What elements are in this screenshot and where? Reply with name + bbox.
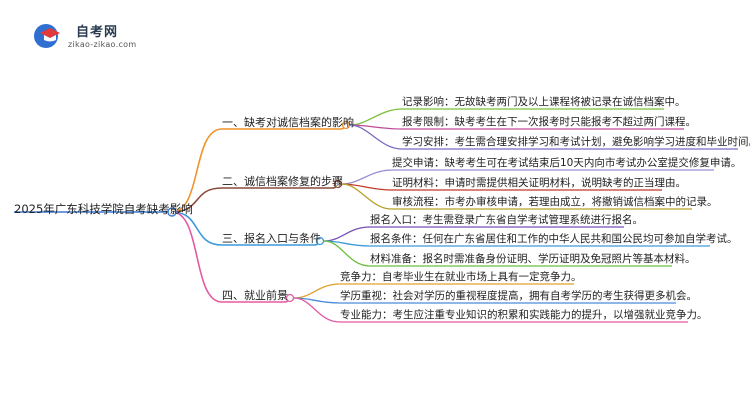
leaf-topic-2-1[interactable]: 提交申请：缺考考生可在考试结束后10天内向市考试办公室提交修复申请。 <box>392 157 742 169</box>
leaf-topic-4-1[interactable]: 竞争力：自考毕业生在就业市场上具有一定竞争力。 <box>340 271 582 283</box>
leaf-topic-2-2[interactable]: 证明材料：申请时需提供相关证明材料，说明缺考的正当理由。 <box>392 177 686 189</box>
leaf-connector-4-1 <box>293 283 574 299</box>
branch-node-4 <box>285 293 295 303</box>
leaf-connector-1-3 <box>349 124 738 150</box>
leaf-topic-1-3[interactable]: 学习安排：考生需合理安排学习和考试计划，避免影响学习进度和毕业时间。 <box>402 136 750 148</box>
leaf-topic-3-2[interactable]: 报名条件：任何在广东省居住和工作的中华人民共和国公民均可参加自学考试。 <box>370 233 738 245</box>
leaf-topic-4-2[interactable]: 学历重视：社会对学历的重视程度提高，拥有自考学历的考生获得更多机会。 <box>340 290 697 302</box>
leaf-connector-2-3 <box>341 183 692 210</box>
site-logo[interactable]: 自考网 zikao-zikao.com <box>32 18 152 54</box>
branch-node-2 <box>333 179 343 189</box>
leaf-connector-1-1 <box>349 108 664 126</box>
branch-topic-2[interactable]: 二、诚信档案修复的步骤 <box>222 175 343 188</box>
branch-connector-1 <box>171 126 345 213</box>
leaf-connector-3-3 <box>323 240 672 267</box>
leaf-topic-4-3[interactable]: 专业能力：考生应注重专业知识的积累和实践能力的提升，以增强就业竞争力。 <box>340 309 708 321</box>
leaf-topic-1-2[interactable]: 报考限制：缺考考生在下一次报考时只能报考不超过两门课程。 <box>402 116 696 128</box>
leaf-topic-3-1[interactable]: 报名入口：考生需登录广东省自学考试管理系统进行报名。 <box>370 214 643 226</box>
root-topic[interactable]: 2025年广东科技学院自考缺考影响 <box>14 202 193 216</box>
graduation-cap-icon <box>34 24 60 48</box>
logo-name: 自考网 <box>76 25 119 40</box>
branch-node-3 <box>315 236 325 246</box>
leaf-connector-3-1 <box>323 226 624 242</box>
branch-connector-2 <box>171 185 337 213</box>
branch-topic-4[interactable]: 四、就业前景 <box>222 289 288 302</box>
branch-node-1 <box>341 120 351 130</box>
branch-connector-4 <box>171 211 289 303</box>
leaf-connector-2-1 <box>341 169 714 185</box>
branch-topic-3[interactable]: 三、报名入口与条件 <box>222 232 321 245</box>
leaf-topic-1-1[interactable]: 记录影响：无故缺考两门及以上课程将被记录在诚信档案中。 <box>402 96 686 108</box>
leaf-topic-3-3[interactable]: 材料准备：报名时需准备身份证明、学历证明及免冠照片等基本材料。 <box>370 253 696 265</box>
branch-topic-1[interactable]: 一、缺考对诚信档案的影响 <box>222 116 354 129</box>
logo-url: zikao-zikao.com <box>68 40 137 49</box>
leaf-connector-4-3 <box>293 297 688 323</box>
leaf-topic-2-3[interactable]: 审核流程：市考办审核申请，若理由成立，将撤销诚信档案中的记录。 <box>392 196 718 208</box>
